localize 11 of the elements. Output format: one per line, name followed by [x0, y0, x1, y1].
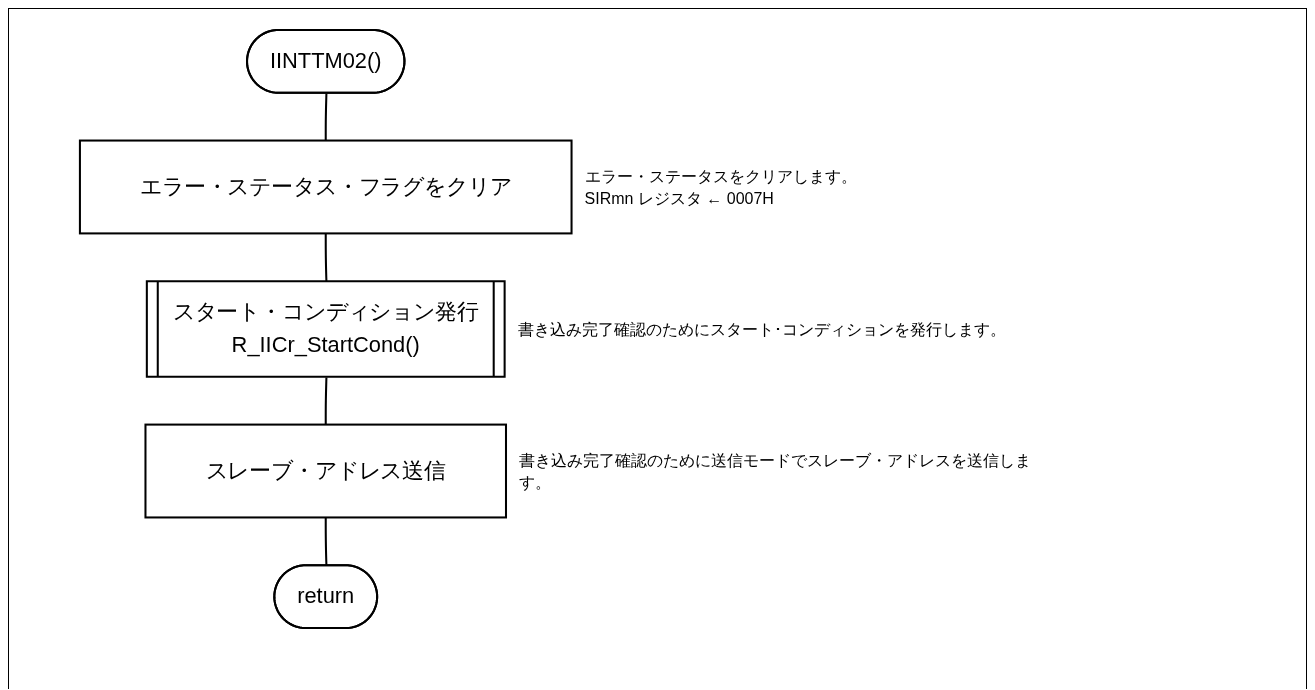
node-box — [144, 423, 507, 519]
note-text: SIRmn レジスタ ← 0007H — [584, 188, 775, 209]
page-frame: IINTTM02() エラー・ステータス・フラグをクリア スタート・コンディション発行 R_IICr_StartCond() スレーブ・アドレス送信 return エラー・ステータスをクリアします。 SIRmn レジスタ ← 0007H 書き込み完了確認のためにスタート･コンディションを発行します。 書き込み完了確認のために送信モードでスレーブ・アドレスを送信します。 — [8, 8, 1307, 689]
connector — [324, 377, 328, 425]
note-text: 書き込み完了確認のためにスタート･コンディションを発行します。 — [517, 320, 1007, 340]
connector — [324, 517, 328, 566]
node-box — [78, 139, 573, 235]
connector — [324, 93, 328, 141]
note-text: 書き込み完了確認のために送信モードでスレーブ・アドレスを送信します。 — [519, 451, 1032, 493]
note-text: エラー・ステータスをクリアします。 — [584, 166, 858, 187]
connector — [324, 233, 328, 282]
